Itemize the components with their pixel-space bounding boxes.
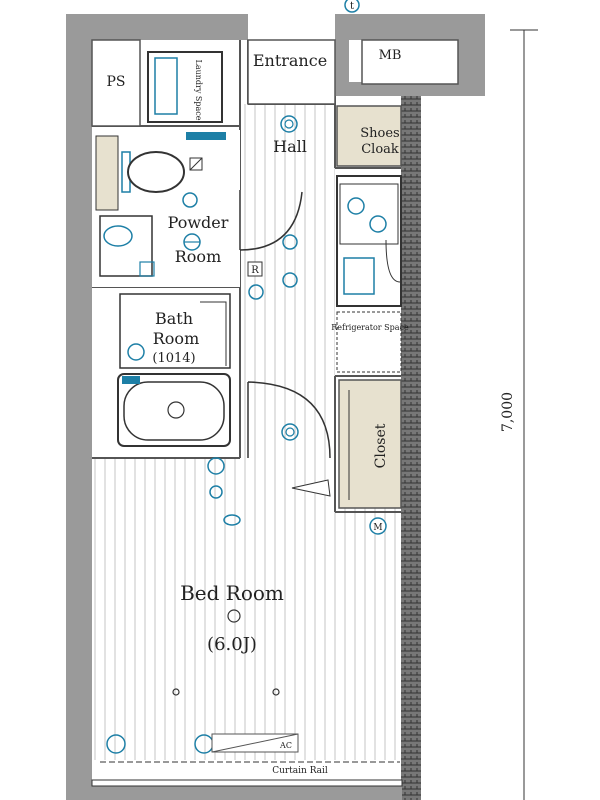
laundry-space <box>147 51 223 123</box>
ps-box <box>91 39 141 127</box>
hall-floor <box>240 104 335 458</box>
r-marker-icon <box>247 261 263 277</box>
powder-label-2: Room <box>175 247 221 266</box>
t-marker-label: t <box>350 1 354 12</box>
ps-label: PS <box>106 74 125 90</box>
hall-light-icon <box>280 115 298 133</box>
bath-label-2: Room <box>153 329 199 348</box>
dimension-label: 7,000 <box>500 392 516 432</box>
hall-label: Hall <box>273 137 307 156</box>
outlet-icon <box>106 734 126 754</box>
bedroom-door <box>247 381 331 459</box>
shoes-cloak-label-2: Cloak <box>361 142 399 157</box>
bath-light-icon <box>127 343 145 361</box>
bedroom-light-icon <box>227 609 241 623</box>
bath-label-1: Bath <box>155 309 193 328</box>
shoes-cloak <box>336 105 402 167</box>
hall-light-2-icon <box>282 234 298 250</box>
bath-size-label: (1014) <box>152 351 195 366</box>
shoes-cloak-label-1: Shoes <box>360 126 399 141</box>
closet <box>338 379 402 509</box>
outer-walls <box>66 14 485 800</box>
refrigerator-label: Refrigerator Space <box>331 323 409 332</box>
bedroom-size-label: (6.0J) <box>207 634 257 655</box>
t-marker-icon <box>344 0 360 13</box>
bedroom-label: Bed Room <box>180 581 284 605</box>
entrance-label: Entrance <box>253 51 327 70</box>
m-marker-icon <box>369 517 387 535</box>
laundry-label: Laundry Space <box>194 60 203 121</box>
powder-light-icon <box>182 192 198 208</box>
vanity <box>95 135 119 211</box>
stove-burner-icon <box>347 197 365 215</box>
powder-door <box>239 190 303 251</box>
refrigerator-space <box>336 311 402 373</box>
closet-label: Closet <box>373 423 389 468</box>
ac-label: AC <box>279 741 292 750</box>
curtain-rail-label: Curtain Rail <box>272 766 328 776</box>
dimension-line <box>510 29 538 800</box>
entrance <box>247 39 336 105</box>
sink-icon <box>343 257 375 295</box>
washbasin <box>99 215 153 277</box>
toilet-icon <box>127 151 185 193</box>
m-marker-label: M <box>373 523 382 533</box>
r-marker-label: R <box>251 265 259 276</box>
powder-label-1: Powder <box>168 213 229 232</box>
mb-box <box>361 39 459 85</box>
mb-label: MB <box>379 48 402 63</box>
bath-room <box>119 293 231 369</box>
